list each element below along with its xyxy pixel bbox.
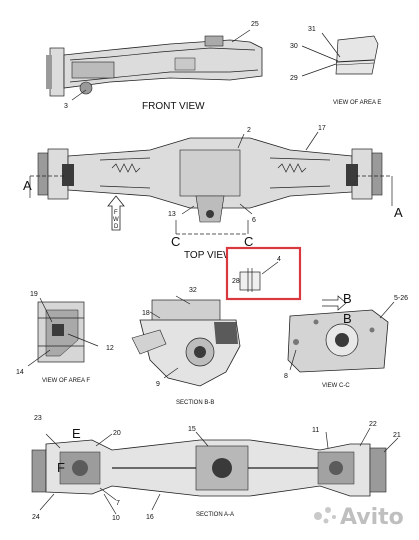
callout-17: 17 bbox=[318, 125, 326, 132]
callout-5-26: 5-26 bbox=[394, 295, 408, 302]
section-bb-caption: SECTION B-B bbox=[176, 400, 214, 406]
callout-19: 19 bbox=[30, 291, 38, 298]
callout-23: 23 bbox=[34, 415, 42, 422]
callout-30: 30 bbox=[290, 43, 298, 50]
callout-28: 28 bbox=[232, 278, 240, 285]
watermark-text: Avito bbox=[340, 505, 404, 530]
callout-8: 8 bbox=[284, 373, 288, 380]
view-cc-drawing bbox=[287, 295, 395, 373]
section-marker-c-left: C bbox=[171, 234, 180, 249]
callout-20: 20 bbox=[113, 430, 121, 437]
area-e-caption: VIEW OF AREA E bbox=[333, 100, 381, 106]
view-cc-caption: VIEW C-C bbox=[322, 383, 350, 389]
callout-24: 24 bbox=[32, 514, 40, 521]
section-marker-c-right: C bbox=[244, 234, 253, 249]
section-aa-drawing bbox=[31, 427, 399, 515]
section-marker-f: F bbox=[57, 460, 65, 475]
callout-21: 21 bbox=[393, 432, 401, 439]
callout-22: 22 bbox=[369, 421, 377, 428]
callout-9: 9 bbox=[156, 381, 160, 388]
callout-2: 2 bbox=[247, 127, 251, 134]
callout-3: 3 bbox=[64, 103, 68, 110]
top-view-caption: TOP VIEW bbox=[184, 250, 233, 261]
avito-logo bbox=[314, 507, 336, 524]
area-e-drawing bbox=[301, 32, 379, 77]
callout-32: 32 bbox=[189, 287, 197, 294]
section-marker-a-left: A bbox=[23, 178, 32, 193]
callout-11: 11 bbox=[312, 427, 319, 434]
area-f-drawing bbox=[27, 297, 99, 367]
callout-6: 6 bbox=[252, 217, 256, 224]
area-f-caption: VIEW OF AREA F bbox=[42, 378, 90, 384]
forward-arrow-icon bbox=[107, 195, 125, 231]
section-marker-e: E bbox=[72, 426, 81, 441]
callout-10: 10 bbox=[112, 515, 120, 522]
callout-25: 25 bbox=[251, 21, 259, 28]
highlight-box-part-4 bbox=[225, 246, 302, 301]
callout-31: 31 bbox=[308, 26, 316, 33]
section-bb-drawing bbox=[131, 295, 241, 387]
front-view-drawing bbox=[46, 29, 263, 101]
callout-14: 14 bbox=[16, 369, 24, 376]
fwd-letter-d: D bbox=[114, 224, 119, 230]
callout-7: 7 bbox=[116, 500, 120, 507]
front-view-caption: FRONT VIEW bbox=[142, 101, 205, 112]
callout-12: 12 bbox=[106, 345, 114, 352]
callout-16: 16 bbox=[146, 514, 154, 521]
top-view-drawing bbox=[29, 131, 393, 235]
callout-18: 18 bbox=[142, 310, 150, 317]
fwd-letter-f: F bbox=[114, 210, 118, 216]
section-marker-b-bottom: B bbox=[343, 311, 352, 326]
section-marker-b-top: B bbox=[343, 291, 352, 306]
section-marker-a-right: A bbox=[394, 205, 403, 220]
callout-4: 4 bbox=[277, 256, 281, 263]
fwd-letter-w: W bbox=[113, 217, 119, 223]
callout-15: 15 bbox=[188, 426, 196, 433]
callout-29: 29 bbox=[290, 75, 298, 82]
callout-13: 13 bbox=[168, 211, 176, 218]
section-aa-caption: SECTION A-A bbox=[196, 512, 234, 518]
